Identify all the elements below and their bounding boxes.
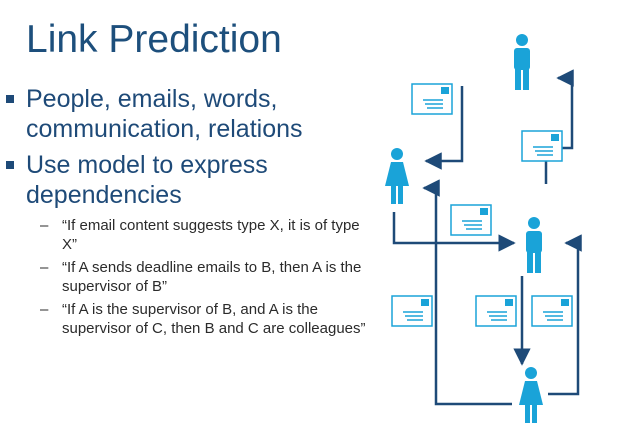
email-envelope-icon [391,295,433,327]
arrow-bottom-to-middle [548,234,582,396]
arrow-top-to-left [424,86,464,170]
sub-bullet-item: – “If email content suggests type X, it … [0,216,370,254]
sub-bullet-text: “If A sends deadline emails to B, then A… [62,259,362,295]
bullet-text: Use model to express dependencies [26,151,268,209]
bullet-item: People, emails, words, communication, re… [0,84,370,144]
sub-bullet-item: – “If A is the supervisor of B, and A is… [0,300,370,338]
dash-marker: – [40,301,49,318]
email-envelope-icon [531,295,573,327]
bullet-text: People, emails, words, communication, re… [26,85,303,143]
female-person-icon [519,367,543,423]
bullet-item: Use model to express dependencies [0,150,370,210]
email-envelope-icon [411,83,453,115]
dash-marker: – [40,259,49,276]
arrow-bottom-to-left [422,179,512,406]
bullet-marker-icon [6,95,14,103]
sub-bullet-item: – “If A sends deadline emails to B, then… [0,258,370,296]
male-person-icon [514,34,530,90]
male-person-icon [526,217,542,273]
email-envelope-icon [521,130,563,162]
female-person-icon [385,148,409,204]
bullet-marker-icon [6,161,14,169]
email-envelope-icon [475,295,517,327]
slide-title: Link Prediction [26,18,282,61]
email-envelope-icon [450,204,492,236]
bullet-list: People, emails, words, communication, re… [0,84,370,338]
sub-bullet-text: “If email content suggests type X, it is… [62,217,360,253]
sub-bullet-text: “If A is the supervisor of B, and A is t… [62,301,366,337]
arrow-left-to-middle [392,212,516,252]
dash-marker: – [40,217,49,234]
